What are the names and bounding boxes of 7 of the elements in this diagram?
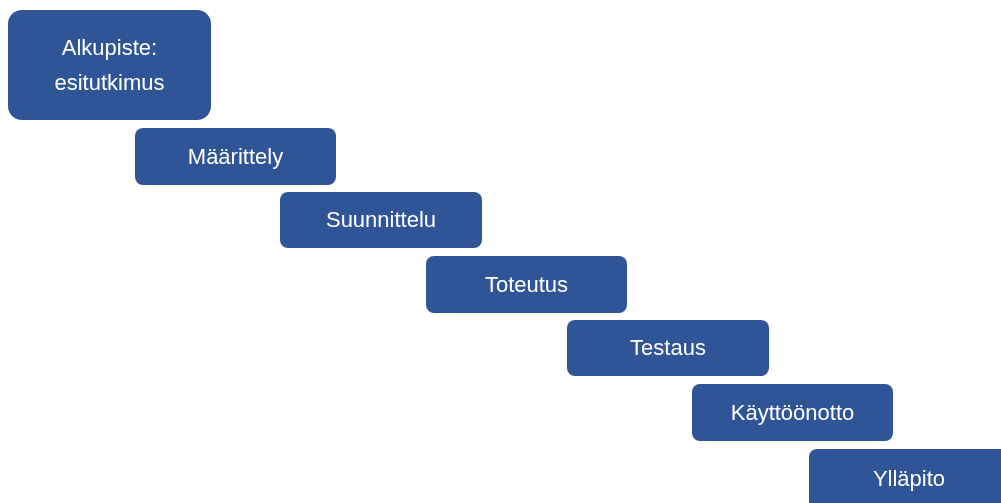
- process-box: Ylläpito: [809, 449, 1001, 503]
- process-box: Suunnittelu: [280, 192, 482, 248]
- process-box: Toteutus: [426, 256, 627, 313]
- process-box: Määrittely: [135, 128, 336, 185]
- process-box: Testaus: [567, 320, 769, 376]
- process-box: Alkupiste: esitutkimus: [8, 10, 211, 120]
- process-box: Käyttöönotto: [692, 384, 893, 441]
